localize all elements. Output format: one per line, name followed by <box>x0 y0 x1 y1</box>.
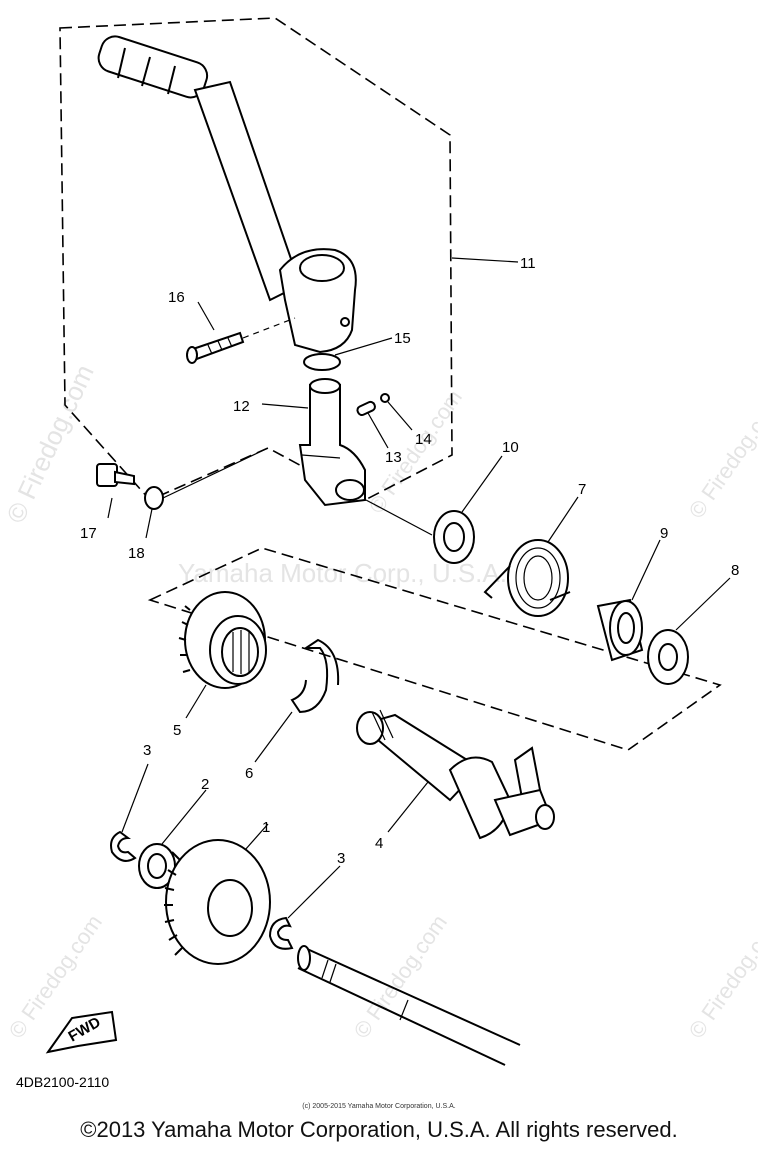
kick-axle-4 <box>356 709 555 840</box>
washer-8 <box>647 629 689 685</box>
callout-15: 15 <box>394 330 411 347</box>
circlip-3-lower <box>268 916 294 950</box>
callout-10: 10 <box>502 439 519 456</box>
watermark-firedog-bottom-right: © Firedog.com <box>684 910 758 1043</box>
spring-pin-13 <box>356 400 376 417</box>
spring-guide-9 <box>596 598 644 662</box>
watermark-layer: © Firedog.com © Firedog.com © Firedog.co… <box>0 360 758 1043</box>
diagram-code: 4DB2100-2110 <box>16 1074 109 1090</box>
callout-3-upper: 3 <box>143 742 151 759</box>
clip-6 <box>290 638 340 714</box>
kick-axle-boss-12 <box>298 378 366 507</box>
footer-copyright: ©2013 Yamaha Motor Corporation, U.S.A. A… <box>80 1117 678 1142</box>
callout-2: 2 <box>201 776 209 793</box>
kick-idle-gear-1 <box>164 839 271 965</box>
o-ring-15 <box>303 353 341 371</box>
callout-11: 11 <box>520 255 536 272</box>
callout-5: 5 <box>173 722 181 739</box>
callout-6: 6 <box>245 765 253 782</box>
watermark-firedog-right: © Firedog.com <box>684 390 758 523</box>
fwd-arrow-icon: FWD <box>45 1010 118 1054</box>
callout-labels: 1 2 3 3 4 5 6 7 8 9 10 11 12 13 14 15 16… <box>80 255 739 867</box>
shaft <box>297 945 521 1066</box>
leader-lines <box>107 257 731 919</box>
watermark-firedog-bottom-mid: © Firedog.com <box>349 910 452 1043</box>
kick-crank-lever <box>97 35 357 354</box>
callout-18: 18 <box>128 545 145 562</box>
callout-3-lower: 3 <box>337 850 345 867</box>
callout-13: 13 <box>385 449 402 466</box>
callout-14: 14 <box>415 431 432 448</box>
callout-12: 12 <box>233 398 250 415</box>
callout-4: 4 <box>375 835 383 852</box>
torsion-spring-7 <box>483 539 571 617</box>
ball-14 <box>380 393 390 403</box>
oil-seal-10 <box>433 510 475 564</box>
bolt-17 <box>96 463 135 487</box>
callout-9: 9 <box>660 525 668 542</box>
callout-17: 17 <box>80 525 97 542</box>
bolt-16 <box>186 317 296 364</box>
callout-7: 7 <box>578 481 586 498</box>
watermark-firedog-left: © Firedog.com <box>0 360 99 528</box>
ratchet-wheel-5 <box>178 591 267 689</box>
washer-18 <box>144 486 164 510</box>
small-copyright: (c) 2005-2015 Yamaha Motor Corporation, … <box>302 1103 455 1110</box>
callout-8: 8 <box>731 562 739 579</box>
circlip-3-upper <box>110 830 137 862</box>
assembly-outline-11 <box>59 17 722 751</box>
callout-16: 16 <box>168 289 185 306</box>
callout-1: 1 <box>262 819 270 836</box>
